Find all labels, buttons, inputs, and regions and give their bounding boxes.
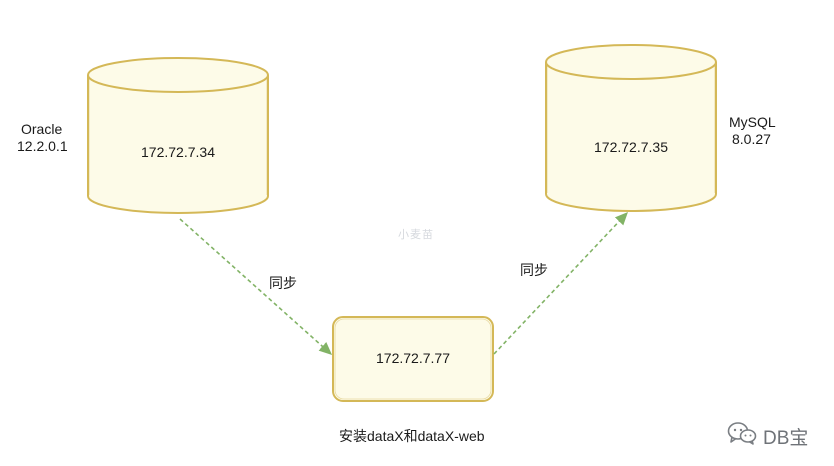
datax-caption: 安装dataX和dataX-web bbox=[339, 428, 485, 444]
brand-badge: DB宝 bbox=[727, 421, 808, 451]
brand-text: DB宝 bbox=[763, 427, 809, 449]
datax-server-node[interactable]: 172.72.7.77 bbox=[332, 316, 494, 402]
sync-arrow-datax-to-mysql bbox=[493, 211, 628, 355]
wechat-icon bbox=[727, 421, 757, 451]
oracle-ip-text: 172.72.7.34 bbox=[141, 144, 215, 160]
sync-label-left: 同步 bbox=[269, 275, 297, 291]
watermark-text: 小麦苗 bbox=[398, 228, 434, 241]
oracle-name-label: Oracle bbox=[21, 121, 63, 137]
mysql-ip-text: 172.72.7.35 bbox=[594, 139, 668, 155]
mysql-version-label: 8.0.27 bbox=[732, 131, 771, 147]
sync-arrow-oracle-to-datax bbox=[179, 218, 333, 355]
oracle-database-node[interactable]: 172.72.7.34 bbox=[87, 57, 269, 214]
mysql-name-label: MySQL bbox=[729, 114, 776, 130]
mysql-database-node[interactable]: 172.72.7.35 bbox=[545, 44, 717, 212]
sync-label-right: 同步 bbox=[520, 262, 548, 278]
oracle-version-label: 12.2.0.1 bbox=[17, 138, 68, 154]
datax-server-ip-text: 172.72.7.77 bbox=[376, 350, 450, 366]
